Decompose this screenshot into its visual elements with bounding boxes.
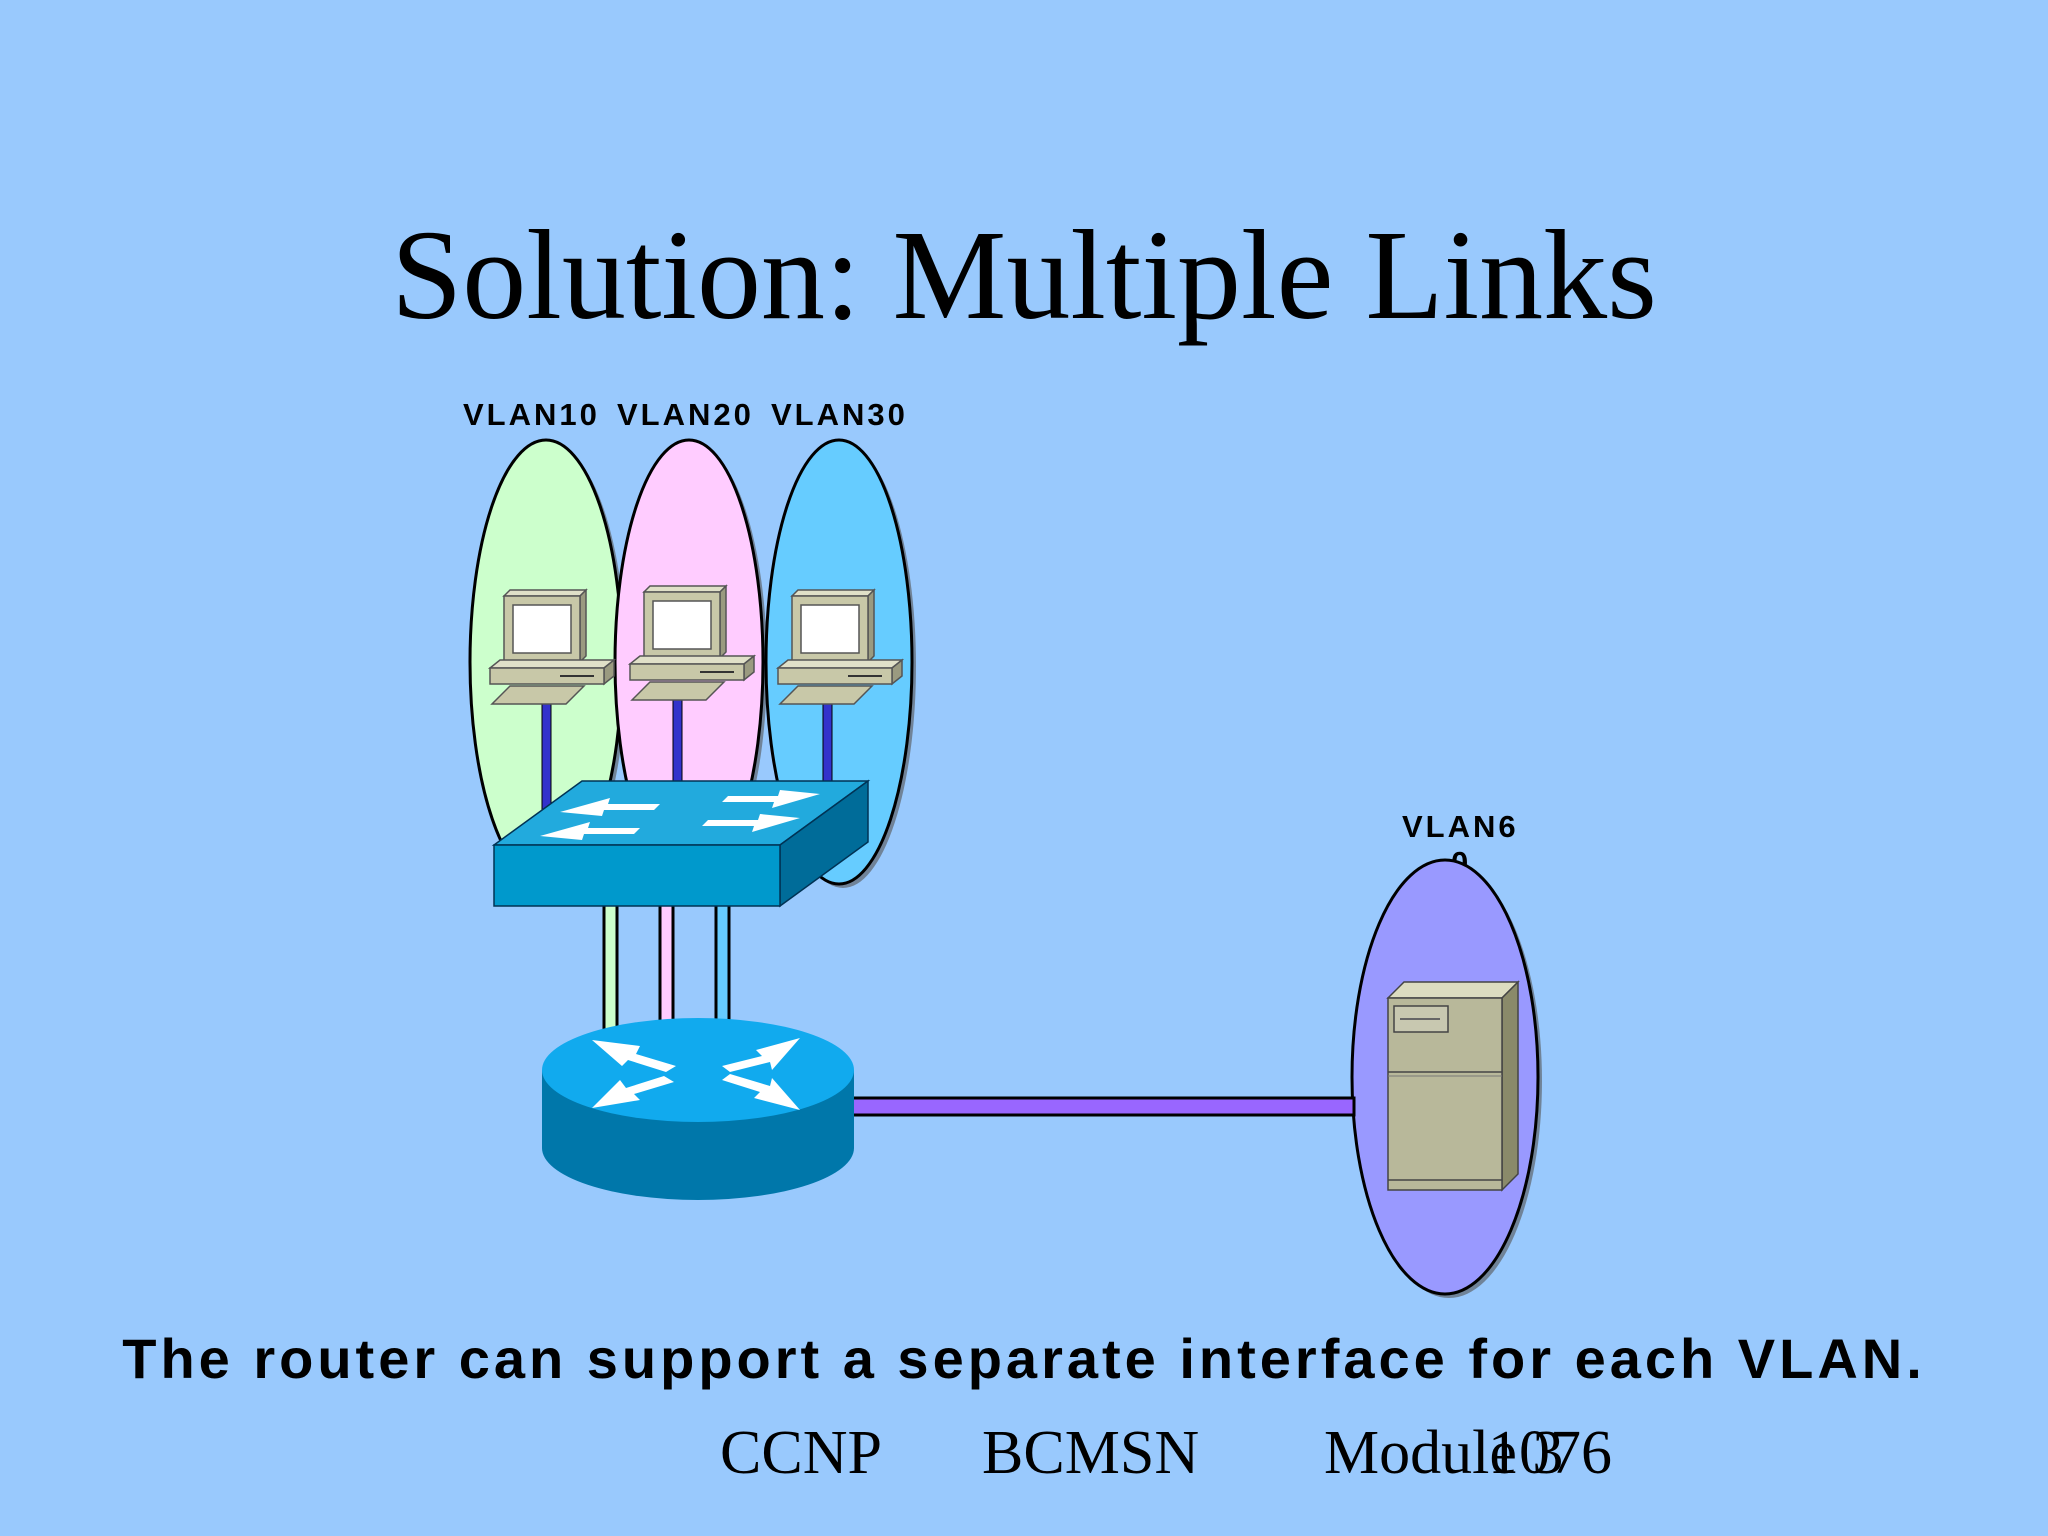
vlan60-label-line1: VLAN6 <box>1402 809 1519 844</box>
pc-cable <box>541 699 552 821</box>
slide-caption: The router can support a separate interf… <box>122 1327 1926 1390</box>
vlan20-label: VLAN20 <box>617 397 754 432</box>
footer-page-number: 1076 <box>1488 1419 1612 1487</box>
slide-title: Solution: Multiple Links <box>391 204 1657 346</box>
footer-subject: BCMSN <box>982 1419 1200 1487</box>
server-icon <box>1386 980 1520 1192</box>
footer-module: Module 3 <box>1324 1419 1564 1487</box>
router-icon <box>542 1018 854 1200</box>
router-server-link <box>848 1096 1356 1117</box>
switch-router-links <box>602 898 731 1040</box>
switch-icon <box>491 779 871 908</box>
vlan30-label: VLAN30 <box>771 397 908 432</box>
vlan10-label: VLAN10 <box>463 397 600 432</box>
footer-course: CCNP <box>720 1419 882 1487</box>
